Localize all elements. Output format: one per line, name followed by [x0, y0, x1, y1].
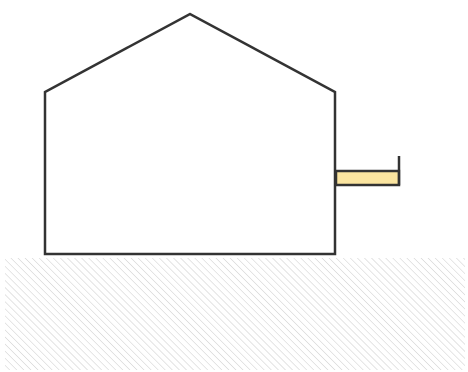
balcony-slab: [334, 169, 401, 187]
hatched-ground: [5, 258, 465, 370]
house-outline: [43, 12, 337, 256]
